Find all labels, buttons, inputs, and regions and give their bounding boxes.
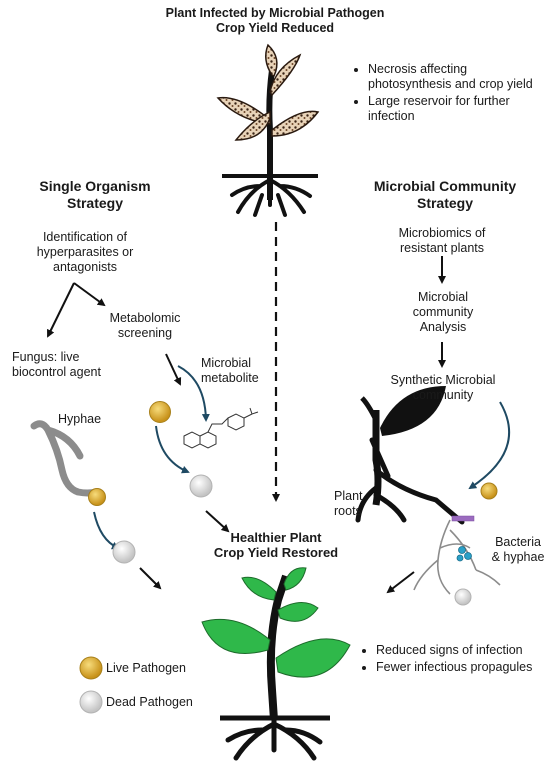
infected-title: Plant Infected by Microbial Pathogen Cro… — [165, 6, 385, 35]
hyphae-illustration — [30, 420, 100, 497]
outcome-bullet: Reduced signs of infection — [376, 643, 550, 658]
legend-dead-label: Dead Pathogen — [106, 695, 193, 709]
legend-live-label: Live Pathogen — [106, 661, 186, 675]
metabolite-molecule-icon — [183, 407, 259, 449]
bacteria-icon — [456, 546, 472, 562]
legend-dead-icon — [79, 690, 103, 714]
green-leaf — [283, 567, 307, 591]
left-blue-arrows — [93, 365, 210, 550]
healthy-plant-illustration — [201, 567, 351, 761]
dead-pathogen-icon — [112, 540, 136, 564]
green-leaf — [241, 576, 277, 601]
outcome-bullet: Fewer infectious propagules — [376, 660, 550, 675]
infection-bullet: Necrosis affecting photosynthesis and cr… — [368, 62, 550, 92]
legend-live-icon — [79, 656, 103, 680]
right-arrows — [386, 256, 446, 594]
identification-label: Identification of hyperparasites or anta… — [36, 230, 134, 274]
necrotic-leaf — [265, 43, 278, 78]
infected-plant-illustration — [216, 43, 320, 217]
outcome-bullets: Reduced signs of infection Fewer infecti… — [360, 643, 550, 677]
microbial-community-heading: Microbial Community Strategy — [373, 178, 517, 211]
fungus-label: Fungus: live biocontrol agent — [12, 350, 101, 379]
live-pathogen-icon — [480, 482, 498, 500]
black-leaf — [380, 386, 446, 436]
live-pathogen-icon — [149, 401, 171, 423]
green-leaf — [201, 618, 271, 654]
analysis-label: Microbial community Analysis — [412, 290, 474, 334]
plant-roots-label: Plant roots — [334, 489, 363, 518]
infection-bullet: Large reservoir for further infection — [368, 94, 550, 124]
bacteria-hyphae-label: Bacteria & hyphae — [491, 535, 545, 564]
infection-bullets: Necrosis affecting photosynthesis and cr… — [352, 62, 550, 126]
synthetic-community-label: Synthetic Microbial community — [390, 373, 496, 402]
live-pathogen-icon — [88, 488, 106, 506]
left-arrows — [47, 282, 230, 590]
green-leaf — [277, 602, 319, 622]
necrotic-leaf — [271, 110, 320, 137]
green-leaf — [275, 638, 351, 678]
necrotic-leaf — [234, 110, 271, 141]
dead-pathogen-icon — [189, 474, 213, 498]
rooted-plant-illustration — [355, 386, 475, 525]
hyphae-label: Hyphae — [58, 412, 102, 426]
microbiomics-label: Microbiomics of resistant plants — [398, 226, 486, 255]
dead-pathogen-icon — [454, 588, 472, 606]
single-organism-heading: Single Organism Strategy — [39, 178, 151, 211]
metabolite-label: Microbial metabolite — [201, 356, 259, 385]
metabolomic-label: Metabolomic screening — [109, 311, 181, 340]
synthetic-community-arrow — [468, 401, 510, 490]
necrotic-leaf — [269, 53, 302, 97]
healthier-plant-title: Healthier Plant Crop Yield Restored — [213, 530, 339, 560]
